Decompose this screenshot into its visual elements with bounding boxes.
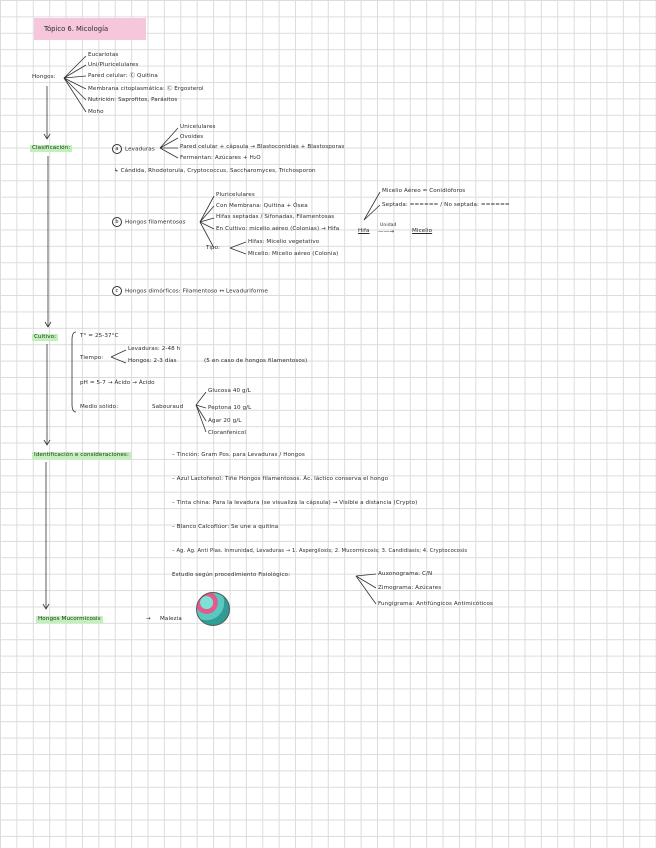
cultivo-label: Cultivo: bbox=[32, 334, 59, 341]
identificacion-item: – Azul Lactofenol: Tiñe Hongos filamento… bbox=[172, 476, 389, 482]
medio-item: Agar 20 g/L bbox=[208, 418, 242, 424]
micelio-right: Micelio Aéreo = Conidióforos bbox=[382, 188, 466, 194]
hongos-item: Eucariotas bbox=[88, 52, 119, 58]
final-arrow: → bbox=[146, 616, 151, 622]
tiempo-note: (5 en caso de hongos filamentosos) bbox=[204, 358, 308, 364]
medio-name: Sabouraud bbox=[152, 404, 184, 410]
levaduras-note: ↳ Cándida, Rhodotorula, Cryptococcus, Sa… bbox=[114, 168, 316, 174]
page-title: Tópico 6. Micología bbox=[34, 18, 146, 40]
identificacion-item: – Ag. Ag. Anti Plas. Inmunidad, Levadura… bbox=[172, 548, 468, 554]
medio-item: Cloranfenicol bbox=[208, 430, 247, 436]
estudio-item: Fungigrama: Antifúngicos Antimicóticos bbox=[378, 601, 493, 607]
hongos-item: Uni/Pluricelulares bbox=[88, 62, 139, 68]
identificacion-label: Identificación e consideraciones: bbox=[32, 452, 131, 459]
levaduras-item: Fermentan: Azúcares + H₂O bbox=[180, 155, 261, 161]
hongos-item: Pared celular: Ⓒ Quitina bbox=[88, 73, 158, 79]
clasificacion-label: Clasificación: bbox=[30, 145, 73, 152]
levaduras-item: Pared celular + cápsula → Blastoconidias… bbox=[180, 144, 345, 150]
cultivo-ph: pH = 5-7 → Ácido → Ácido bbox=[80, 380, 155, 386]
hongos-item: Moho bbox=[88, 109, 104, 115]
levaduras-label: Levaduras bbox=[125, 146, 155, 153]
hongos-item: Membrana citoplasmática: Ⓒ Ergosterol bbox=[88, 86, 204, 92]
levaduras-item: Unicelulares bbox=[180, 124, 216, 130]
identificacion-item: – Tinta china: Para la levadura (se visu… bbox=[172, 500, 418, 506]
levaduras-item: Ovoides bbox=[180, 134, 204, 140]
hongos-label: Hongos: bbox=[32, 74, 56, 80]
medio-label: Medio sólido: bbox=[80, 404, 119, 410]
hifa-text: Hifa bbox=[358, 228, 370, 234]
marker-a: a bbox=[112, 144, 122, 154]
dimorficos-label: Hongos dimórficos: Filamentoso ↔ Levadur… bbox=[125, 288, 268, 295]
micelio-text: Micelio bbox=[412, 228, 433, 234]
filamentosos-item: En Cultivo: micelio aéreo (Colonias) → H… bbox=[216, 226, 340, 232]
final-result: Malezia bbox=[160, 616, 182, 622]
filamentosos-item: Con Membrana: Quitina + Ósea bbox=[216, 203, 308, 209]
medio-item: Peptona 10 g/L bbox=[208, 405, 252, 411]
medio-item: Glucosa 40 g/L bbox=[208, 388, 251, 394]
estudio-item: Auxonograma: C/N bbox=[378, 571, 433, 577]
estudio-item: Zimograma: Azúcares bbox=[378, 585, 442, 591]
hongos-item: Nutrición: Saprofitos, Parásitos bbox=[88, 97, 178, 103]
filamentosos-item: Hifas septadas / Sifonadas, Filamentosas bbox=[216, 214, 335, 220]
filamentosos-item: Pluricelulares bbox=[216, 192, 255, 198]
hifa-arrow: ——→ bbox=[378, 229, 395, 235]
filamentosos-tipo: Tipo: bbox=[206, 245, 221, 251]
tiempo-item: Hongos: 2-3 días bbox=[128, 358, 177, 364]
septada-right: Septada: ====== / No septada: ====== bbox=[382, 202, 510, 208]
marker-c: c bbox=[112, 286, 122, 296]
marker-b: b bbox=[112, 217, 122, 227]
tiempo-item: Levaduras: 2-48 h bbox=[128, 346, 181, 352]
tipo-item: Hifas: Micelio vegetativo bbox=[248, 239, 320, 245]
cultivo-temp: T° = 25-37°C bbox=[80, 333, 119, 339]
colored-ball-doodle bbox=[196, 592, 230, 626]
identificacion-item: – Tinción: Gram Pos. para Levaduras / Ho… bbox=[172, 452, 305, 458]
unidad-label: Unidad bbox=[380, 223, 397, 228]
cultivo-tiempo: Tiempo: bbox=[80, 355, 104, 361]
identificacion-item: – Blanco Calcoflúor: Se une a quitina bbox=[172, 524, 279, 530]
estudio-label: Estudio según procedimiento Fisiológico: bbox=[172, 572, 291, 578]
final-label: Hongos Mucormicosis bbox=[36, 616, 103, 623]
tipo-item: Micelio: Micelio aéreo (Colonia) bbox=[248, 251, 339, 257]
filamentosos-label: Hongos filamentosos bbox=[125, 219, 186, 226]
